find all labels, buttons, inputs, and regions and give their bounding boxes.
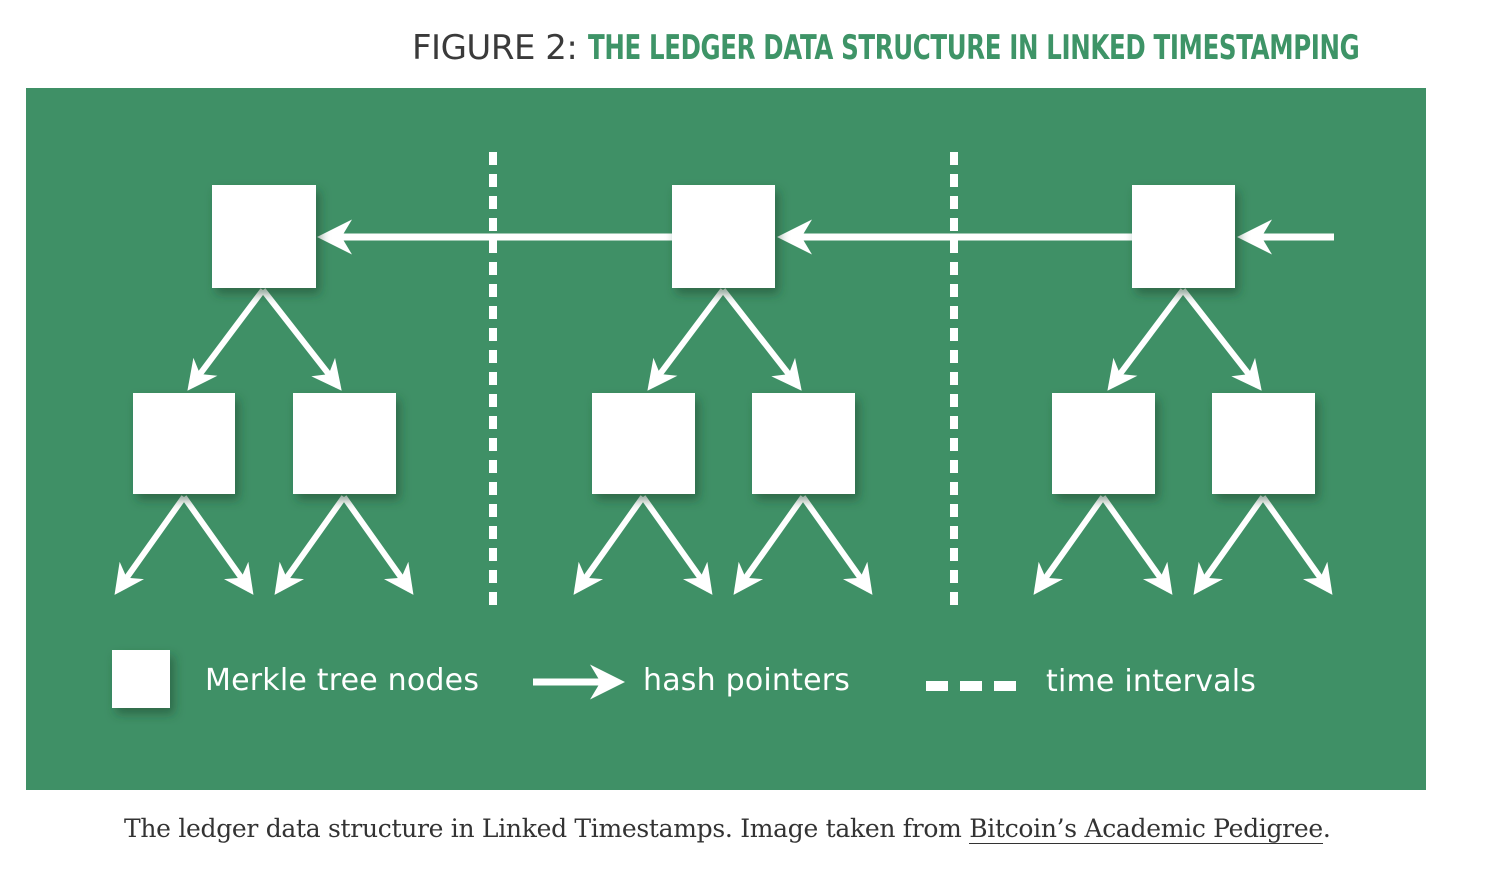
legend-pointers-label: hash pointers xyxy=(643,663,851,698)
tree-edge xyxy=(114,495,187,595)
tree-edge xyxy=(800,495,873,595)
merkle-child-node xyxy=(592,393,695,494)
merkle-root-node-2 xyxy=(672,185,775,288)
tree-edge xyxy=(187,288,266,391)
tree-edge xyxy=(341,495,414,595)
figure-heading: THE LEDGER DATA STRUCTURE IN LINKED TIME… xyxy=(587,28,1360,68)
figure-title: FIGURE 2: THE LEDGER DATA STRUCTURE IN L… xyxy=(412,28,1488,68)
merkle-child-node xyxy=(752,393,855,494)
tree-edge xyxy=(1107,288,1186,391)
merkle-child-node xyxy=(1052,393,1155,494)
figure-caption: The ledger data structure in Linked Time… xyxy=(124,812,1331,846)
tree-edge xyxy=(260,288,342,391)
merkle-root-node-1 xyxy=(212,185,316,288)
tree-edge xyxy=(573,495,646,595)
tree-edge xyxy=(640,495,713,595)
caption-source-link[interactable]: Bitcoin’s Academic Pedigree xyxy=(969,814,1323,844)
tree-edge xyxy=(1033,495,1106,595)
tree-edge xyxy=(647,288,726,391)
legend-intervals-label: time intervals xyxy=(1046,664,1257,699)
tree-edge xyxy=(720,288,802,391)
merkle-root-node-3 xyxy=(1132,185,1235,288)
figure-prefix: FIGURE 2: xyxy=(412,28,588,68)
tree-edge xyxy=(1193,495,1266,595)
tree-edge xyxy=(733,495,806,595)
tree-edge xyxy=(274,495,347,595)
merkle-child-node xyxy=(133,393,235,494)
tree-edge xyxy=(1180,288,1262,391)
tree-edge xyxy=(181,495,254,595)
merkle-child-node xyxy=(293,393,396,494)
legend-node-swatch xyxy=(112,650,170,708)
merkle-child-node xyxy=(1212,393,1315,494)
tree-edge xyxy=(1100,495,1173,595)
caption-text: The ledger data structure in Linked Time… xyxy=(124,814,970,843)
caption-end: . xyxy=(1322,814,1331,843)
tree-edge xyxy=(1260,495,1333,595)
legend-nodes-label: Merkle tree nodes xyxy=(205,663,480,698)
